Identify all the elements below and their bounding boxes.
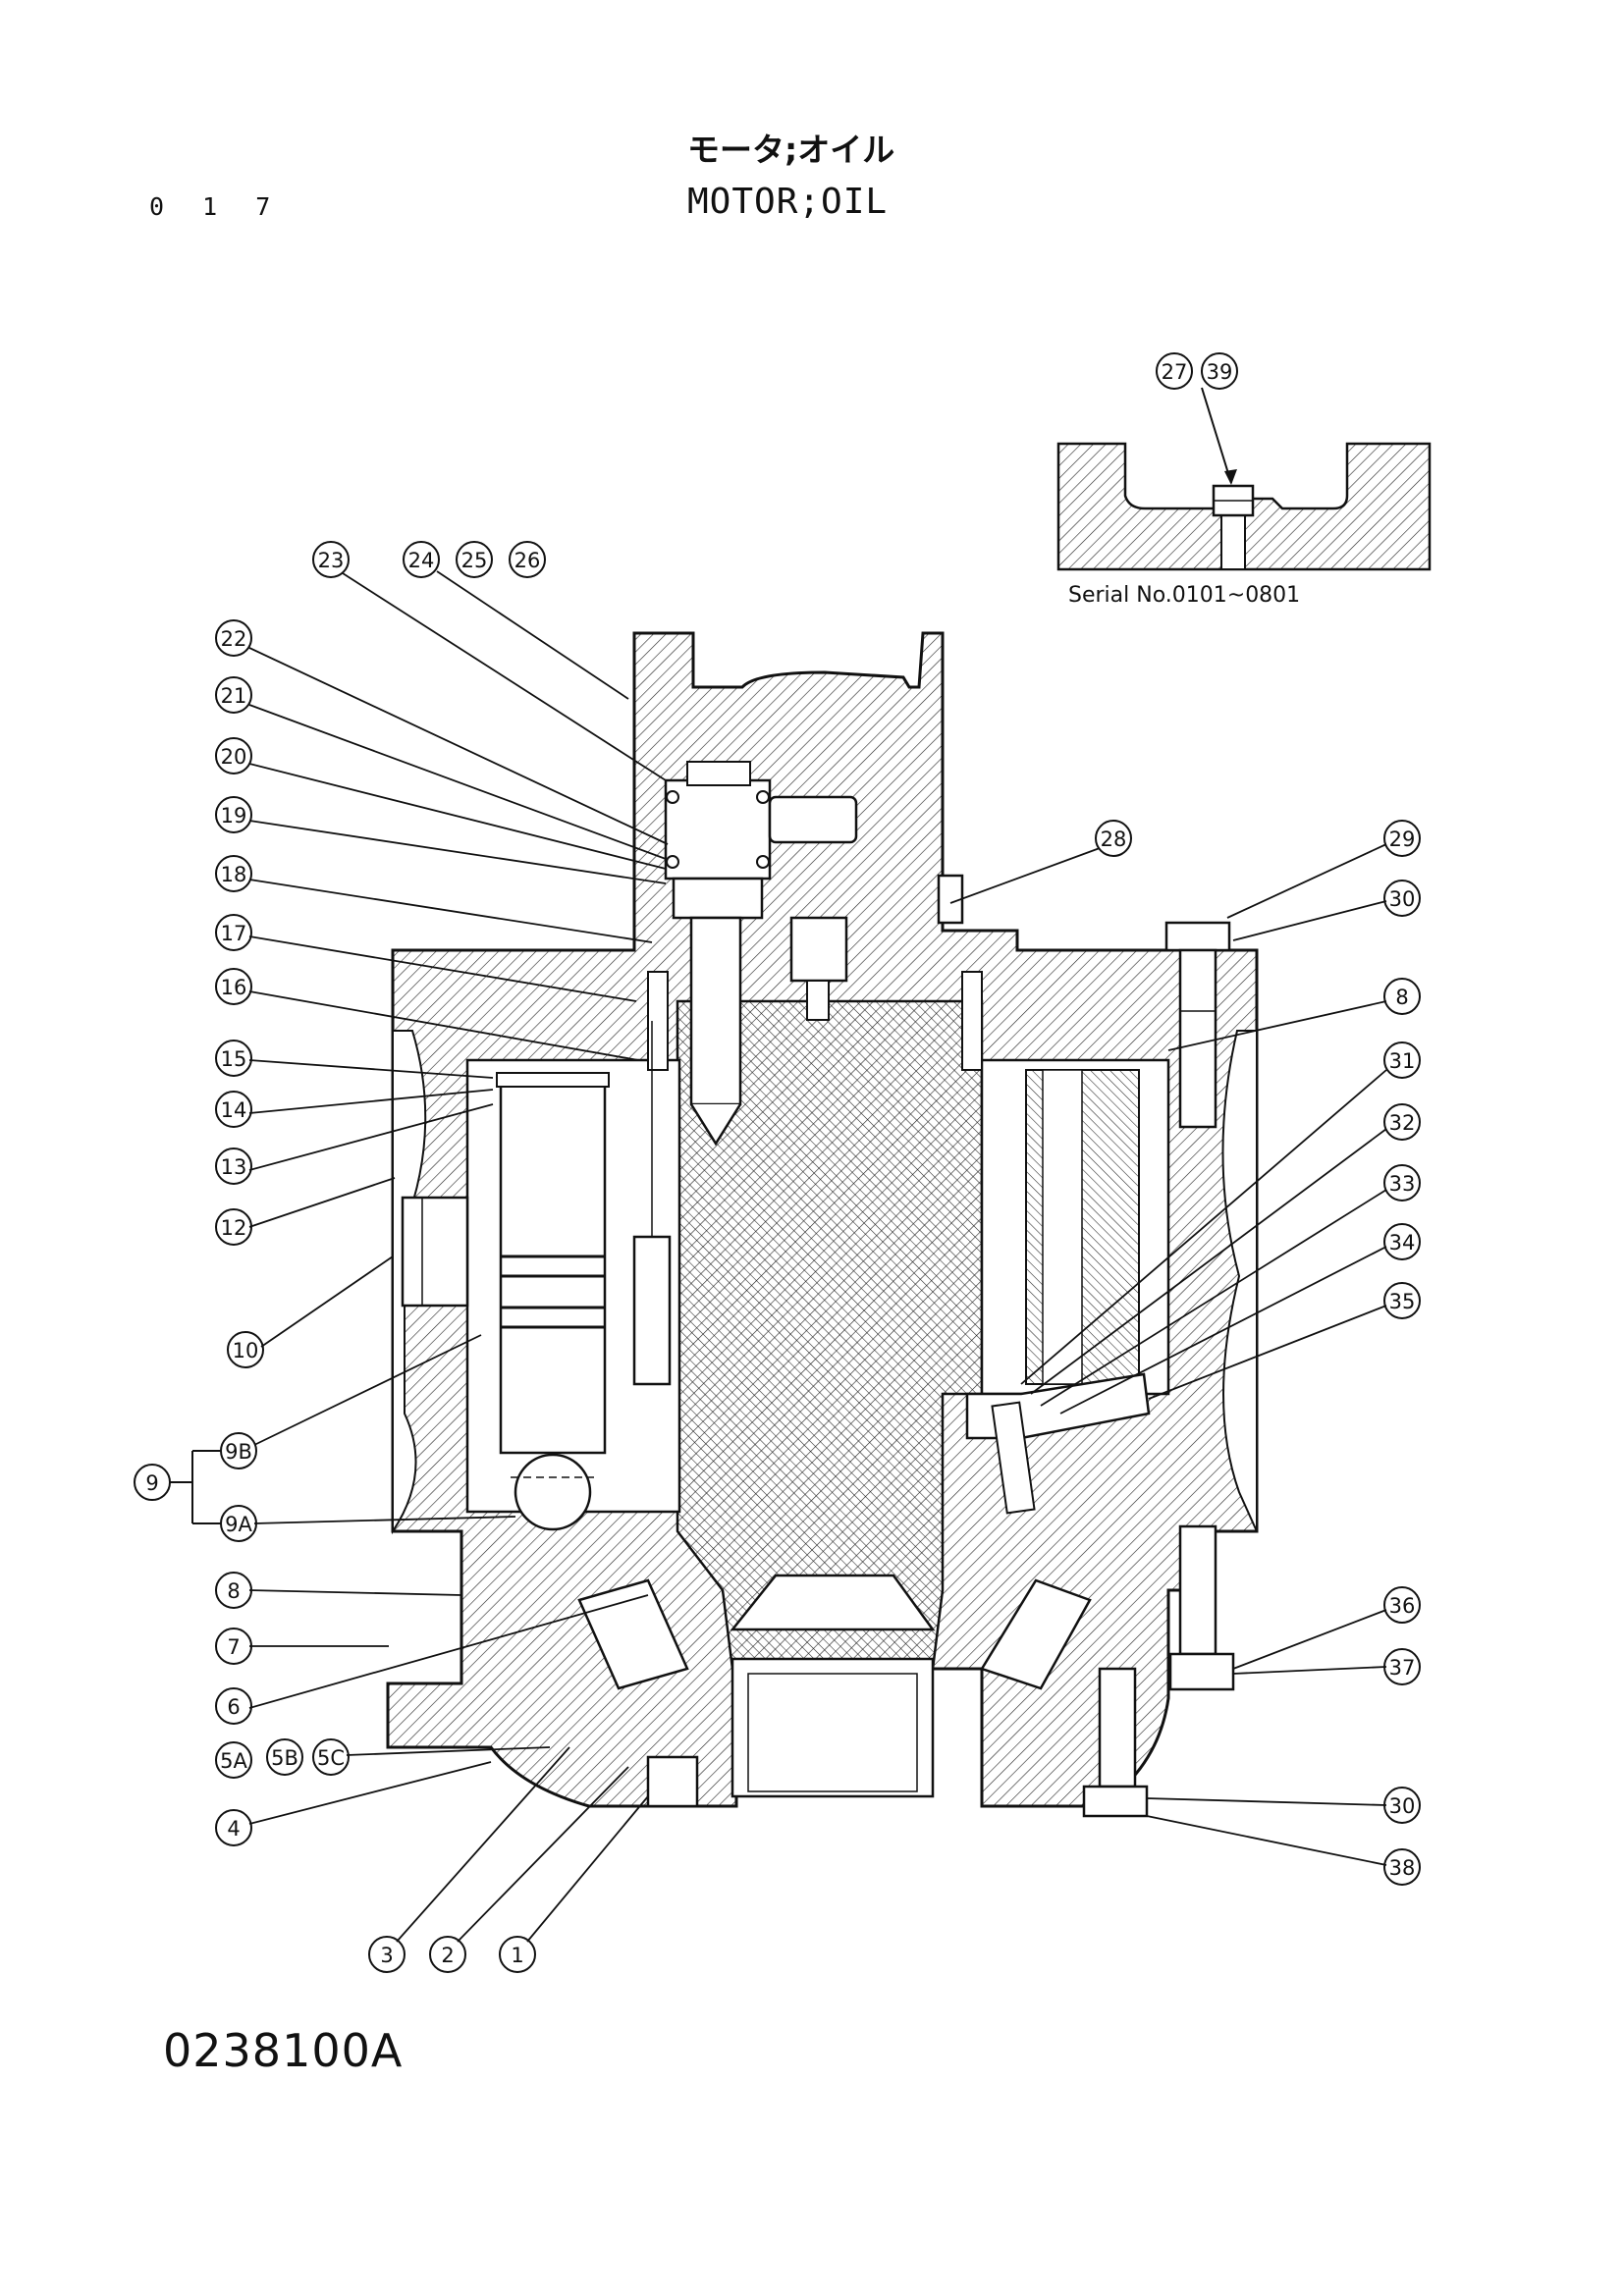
svg-text:24: 24 bbox=[408, 549, 435, 572]
svg-text:21: 21 bbox=[221, 684, 247, 708]
page-number: 0 1 7 bbox=[149, 192, 283, 221]
bracket-9 bbox=[170, 1450, 221, 1524]
svg-text:10: 10 bbox=[233, 1339, 259, 1362]
svg-text:33: 33 bbox=[1389, 1172, 1416, 1196]
svg-text:37: 37 bbox=[1389, 1656, 1416, 1680]
title-japanese: モータ;オイル bbox=[687, 131, 895, 169]
svg-text:3: 3 bbox=[380, 1944, 393, 1967]
svg-text:16: 16 bbox=[221, 976, 247, 999]
svg-text:29: 29 bbox=[1389, 828, 1416, 851]
svg-text:5C: 5C bbox=[317, 1746, 345, 1770]
svg-text:27: 27 bbox=[1162, 360, 1188, 384]
svg-text:23: 23 bbox=[318, 549, 345, 572]
svg-text:12: 12 bbox=[221, 1216, 247, 1240]
leader-lines bbox=[248, 570, 1387, 1943]
svg-text:34: 34 bbox=[1389, 1231, 1416, 1255]
svg-text:18: 18 bbox=[221, 863, 247, 886]
svg-text:7: 7 bbox=[227, 1635, 240, 1659]
svg-text:8: 8 bbox=[227, 1579, 240, 1603]
svg-text:6: 6 bbox=[227, 1695, 240, 1719]
svg-text:25: 25 bbox=[461, 549, 488, 572]
motor-housing bbox=[386, 631, 1259, 1818]
svg-text:30: 30 bbox=[1389, 1794, 1416, 1818]
svg-text:36: 36 bbox=[1389, 1594, 1416, 1618]
svg-text:5B: 5B bbox=[271, 1746, 298, 1770]
callouts bbox=[134, 352, 1421, 1973]
drawing-number: 0238100A bbox=[163, 2024, 404, 2077]
svg-text:35: 35 bbox=[1389, 1290, 1416, 1313]
svg-text:8: 8 bbox=[1395, 986, 1408, 1009]
svg-text:26: 26 bbox=[514, 549, 541, 572]
svg-text:5A: 5A bbox=[220, 1749, 247, 1773]
svg-text:19: 19 bbox=[221, 804, 247, 828]
svg-text:28: 28 bbox=[1101, 828, 1127, 851]
inset-detail bbox=[1056, 387, 1432, 571]
svg-text:17: 17 bbox=[221, 922, 247, 945]
svg-text:1: 1 bbox=[511, 1944, 523, 1967]
svg-text:38: 38 bbox=[1389, 1856, 1416, 1880]
svg-text:9B: 9B bbox=[225, 1440, 252, 1464]
svg-text:20: 20 bbox=[221, 745, 247, 769]
svg-text:9: 9 bbox=[145, 1471, 158, 1495]
title-english: MOTOR;OIL bbox=[687, 182, 889, 222]
svg-text:31: 31 bbox=[1389, 1049, 1416, 1073]
svg-text:32: 32 bbox=[1389, 1111, 1416, 1135]
svg-text:30: 30 bbox=[1389, 887, 1416, 911]
svg-text:14: 14 bbox=[221, 1098, 247, 1122]
svg-text:22: 22 bbox=[221, 627, 247, 651]
svg-text:9A: 9A bbox=[225, 1513, 252, 1536]
svg-text:2: 2 bbox=[441, 1944, 454, 1967]
serial-number-note: Serial No.0101~0801 bbox=[1068, 583, 1301, 608]
svg-text:4: 4 bbox=[227, 1817, 240, 1841]
svg-text:39: 39 bbox=[1207, 360, 1233, 384]
svg-text:15: 15 bbox=[221, 1047, 247, 1071]
svg-text:13: 13 bbox=[221, 1155, 247, 1179]
